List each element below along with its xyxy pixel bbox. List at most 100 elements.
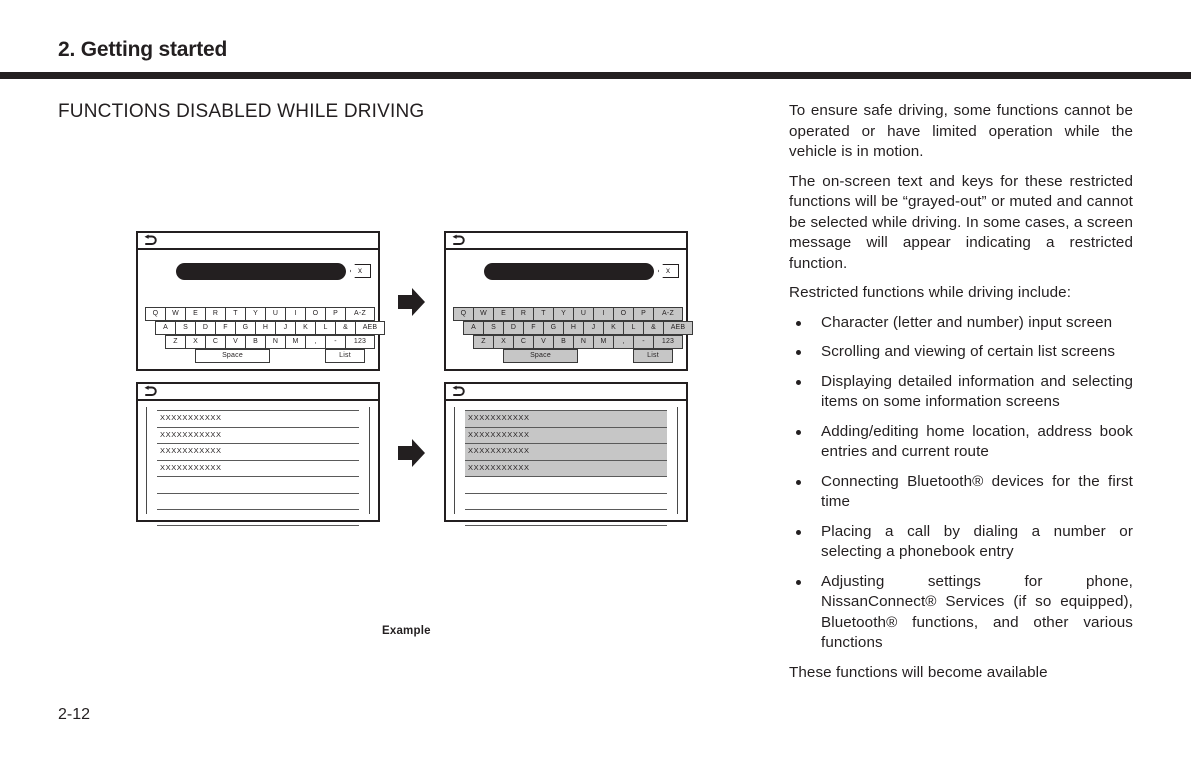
key-n[interactable]: N (265, 335, 286, 349)
key-list[interactable]: List (633, 349, 673, 363)
key-w[interactable]: W (473, 307, 494, 321)
bullet-dot-icon (796, 429, 801, 435)
table-row[interactable]: XXXXXXXXXXX (465, 459, 667, 476)
key-s[interactable]: S (175, 321, 196, 335)
key-r[interactable]: R (205, 307, 226, 321)
key-b[interactable]: B (245, 335, 266, 349)
key-h[interactable]: H (563, 321, 584, 335)
list-item-label: Connecting Bluetooth® devices for the fi… (821, 472, 1133, 511)
key-y[interactable]: Y (553, 307, 574, 321)
key-y[interactable]: Y (245, 307, 266, 321)
key-l[interactable]: L (315, 321, 336, 335)
key--[interactable]: , (305, 335, 326, 349)
key-123[interactable]: 123 (345, 335, 375, 349)
list-item-label: Adding/editing home location, address bo… (821, 422, 1133, 461)
table-row[interactable]: XXXXXXXXXXX (465, 426, 667, 443)
table-row[interactable]: XXXXXXXXXXX (465, 410, 667, 427)
list-item-label: XXXXXXXXXXX (468, 413, 530, 422)
screen-titlebar (446, 233, 686, 250)
key-b[interactable]: B (553, 335, 574, 349)
key--[interactable]: & (335, 321, 356, 335)
key-q[interactable]: Q (453, 307, 474, 321)
table-row[interactable]: XXXXXXXXXXX (157, 426, 359, 444)
text-entry-field[interactable] (176, 263, 346, 280)
key-f[interactable]: F (523, 321, 544, 335)
key-v[interactable]: V (533, 335, 554, 349)
table-row[interactable]: XXXXXXXXXXX (465, 443, 667, 460)
key-k[interactable]: K (295, 321, 316, 335)
key-h[interactable]: H (255, 321, 276, 335)
table-row[interactable]: XXXXXXXXXXX (157, 410, 359, 427)
key-u[interactable]: U (573, 307, 594, 321)
key-x[interactable]: X (185, 335, 206, 349)
key-o[interactable]: O (305, 307, 326, 321)
key-c[interactable]: C (205, 335, 226, 349)
screen-titlebar (138, 233, 378, 250)
key-a[interactable]: A (155, 321, 176, 335)
list-item-label: Placing a call by dialing a number or se… (821, 522, 1133, 561)
back-arrow-icon[interactable] (451, 234, 466, 248)
key-j[interactable]: J (583, 321, 604, 335)
key-space[interactable]: Space (195, 349, 270, 363)
key-e[interactable]: E (493, 307, 514, 321)
key-l[interactable]: L (623, 321, 644, 335)
key-i[interactable]: I (285, 307, 306, 321)
key-g[interactable]: G (235, 321, 256, 335)
key--[interactable]: - (633, 335, 654, 349)
backspace-key[interactable]: x (350, 264, 371, 278)
key-j[interactable]: J (275, 321, 296, 335)
key-q[interactable]: Q (145, 307, 166, 321)
key-w[interactable]: W (165, 307, 186, 321)
key-u[interactable]: U (265, 307, 286, 321)
table-row (465, 509, 667, 526)
key-z[interactable]: Z (473, 335, 494, 349)
key-t[interactable]: T (533, 307, 554, 321)
key-z[interactable]: Z (165, 335, 186, 349)
key-p[interactable]: P (633, 307, 654, 321)
back-arrow-icon[interactable] (451, 385, 466, 399)
key-aeb[interactable]: AEB (663, 321, 693, 335)
backspace-key[interactable]: x (658, 264, 679, 278)
table-row[interactable]: XXXXXXXXXXX (157, 459, 359, 477)
key-d[interactable]: D (195, 321, 216, 335)
right-arrow-icon (398, 439, 425, 467)
key-n[interactable]: N (573, 335, 594, 349)
key-x[interactable]: X (493, 335, 514, 349)
key-o[interactable]: O (613, 307, 634, 321)
key-g[interactable]: G (543, 321, 564, 335)
key-r[interactable]: R (513, 307, 534, 321)
key-d[interactable]: D (503, 321, 524, 335)
back-arrow-icon[interactable] (143, 385, 158, 399)
key-space[interactable]: Space (503, 349, 578, 363)
table-row[interactable]: XXXXXXXXXXX (157, 443, 359, 460)
key-i[interactable]: I (593, 307, 614, 321)
key-a[interactable]: A (463, 321, 484, 335)
key-123[interactable]: 123 (653, 335, 683, 349)
key--[interactable]: & (643, 321, 664, 335)
key-v[interactable]: V (225, 335, 246, 349)
key-t[interactable]: T (225, 307, 246, 321)
key-k[interactable]: K (603, 321, 624, 335)
back-arrow-icon[interactable] (143, 234, 158, 248)
list-item: Scrolling and viewing of certain list sc… (789, 342, 1133, 363)
key-e[interactable]: E (185, 307, 206, 321)
key-f[interactable]: F (215, 321, 236, 335)
text-entry-field[interactable] (484, 263, 654, 280)
key-m[interactable]: M (285, 335, 306, 349)
list-item-label: XXXXXXXXXXX (160, 413, 222, 422)
table-row (157, 476, 359, 493)
key-s[interactable]: S (483, 321, 504, 335)
key-aeb[interactable]: AEB (355, 321, 385, 335)
key-p[interactable]: P (325, 307, 346, 321)
table-row (465, 476, 667, 493)
key-c[interactable]: C (513, 335, 534, 349)
key-m[interactable]: M (593, 335, 614, 349)
key-a-z[interactable]: A-Z (345, 307, 375, 321)
key--[interactable]: - (325, 335, 346, 349)
key-a-z[interactable]: A-Z (653, 307, 683, 321)
key-list[interactable]: List (325, 349, 365, 363)
page-number: 2-12 (58, 706, 91, 723)
key--[interactable]: , (613, 335, 634, 349)
